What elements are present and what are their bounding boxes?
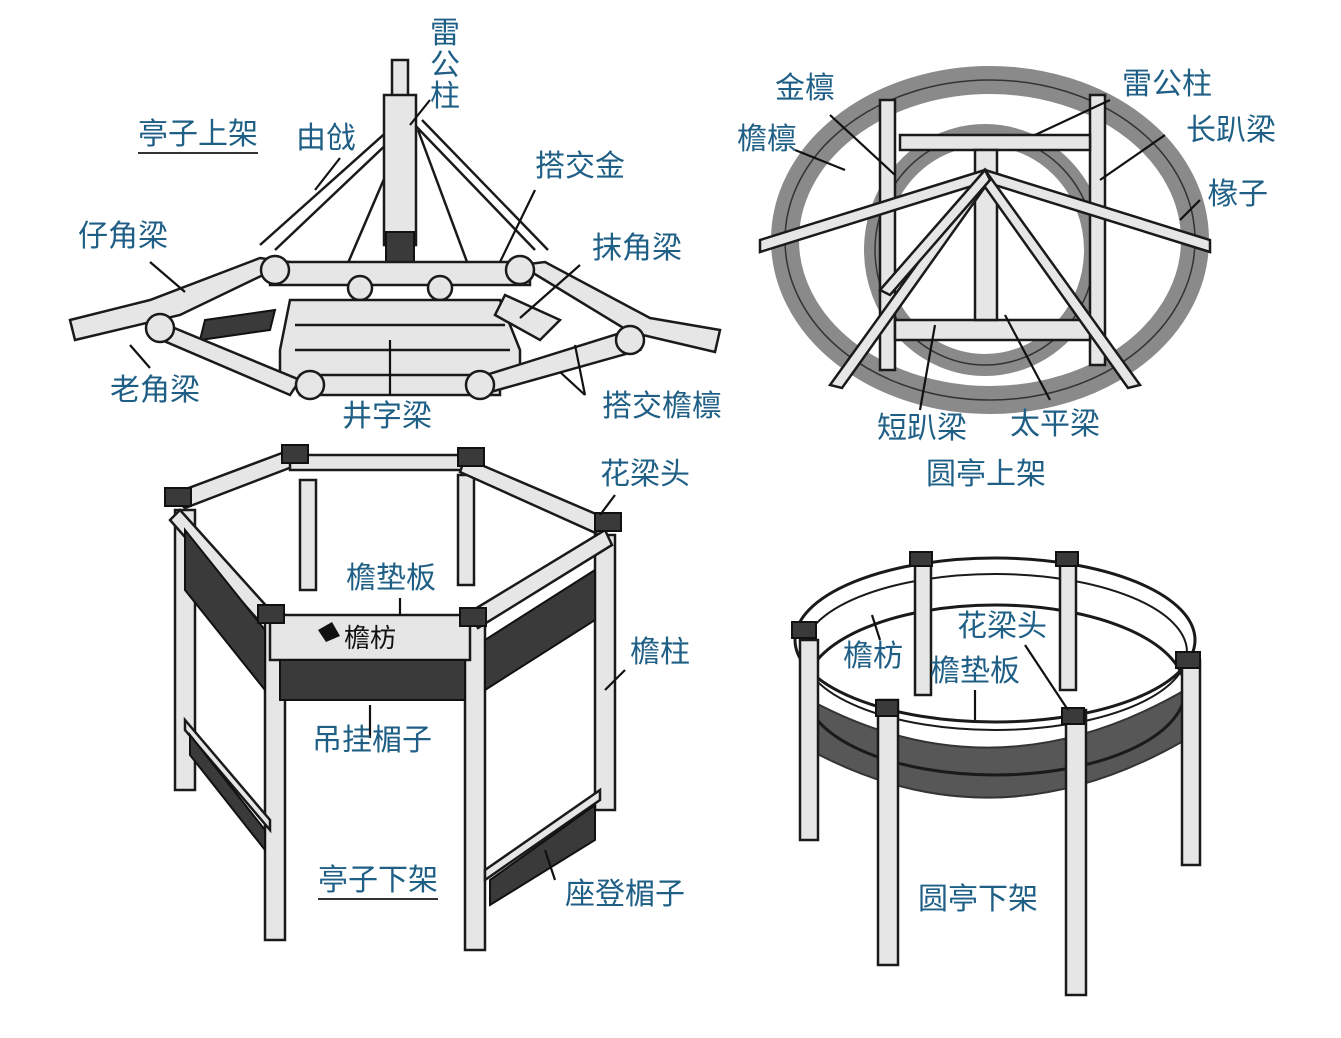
label-round-lower-hualiangtou: 花梁头 — [957, 609, 1047, 644]
label-zijiaoliang: 仔角梁 — [78, 219, 168, 254]
label-round-lower-yandianban: 檐垫板 — [930, 654, 1020, 689]
caption-pavilion-upper: 亭子上架 — [138, 117, 258, 154]
label-duanpaliang: 短趴梁 — [877, 411, 967, 446]
label-pavilion-lower-yandianban: 檐垫板 — [346, 561, 436, 596]
label-pavilion-upper-leigongzhu: 雷公柱 — [430, 16, 460, 114]
label-jingziliang: 井字梁 — [342, 399, 432, 434]
label-youqi: 由戗 — [296, 121, 356, 156]
round-lower-drawing — [791, 551, 1202, 997]
label-dajiaoyanlin: 搭交檐檩 — [602, 389, 722, 424]
label-pavilion-lower-yanfang: 檐枋 — [344, 624, 397, 654]
pavilion-upper-drawing — [68, 58, 722, 401]
caption-pavilion-lower: 亭子下架 — [318, 863, 438, 900]
label-yanlin: 檐檩 — [737, 122, 797, 157]
label-laojiaoliang: 老角梁 — [110, 373, 200, 408]
label-diaoguameizi: 吊挂楣子 — [312, 723, 432, 758]
label-round-upper-leigongzhu: 雷公柱 — [1122, 67, 1212, 102]
label-changpaliang: 长趴梁 — [1186, 113, 1276, 148]
label-round-lower-yanfang: 檐枋 — [843, 639, 903, 674]
label-jinlin: 金檩 — [775, 71, 835, 106]
caption-round-lower: 圆亭下架 — [918, 882, 1038, 917]
caption-round-upper: 圆亭上架 — [926, 457, 1046, 492]
pavilion-lower-drawing — [164, 444, 626, 952]
label-chuanzi: 椽子 — [1208, 177, 1268, 212]
label-mojiaoliang: 抹角梁 — [592, 231, 682, 266]
label-pavilion-lower-hualiangtou: 花梁头 — [600, 457, 690, 492]
label-dajiaojin: 搭交金 — [535, 149, 625, 184]
round-upper-drawing — [758, 66, 1212, 414]
label-yanzhu: 檐柱 — [630, 635, 690, 670]
label-zuodengmeizi: 座登楣子 — [565, 877, 685, 912]
label-taipingliang: 太平梁 — [1010, 407, 1100, 442]
